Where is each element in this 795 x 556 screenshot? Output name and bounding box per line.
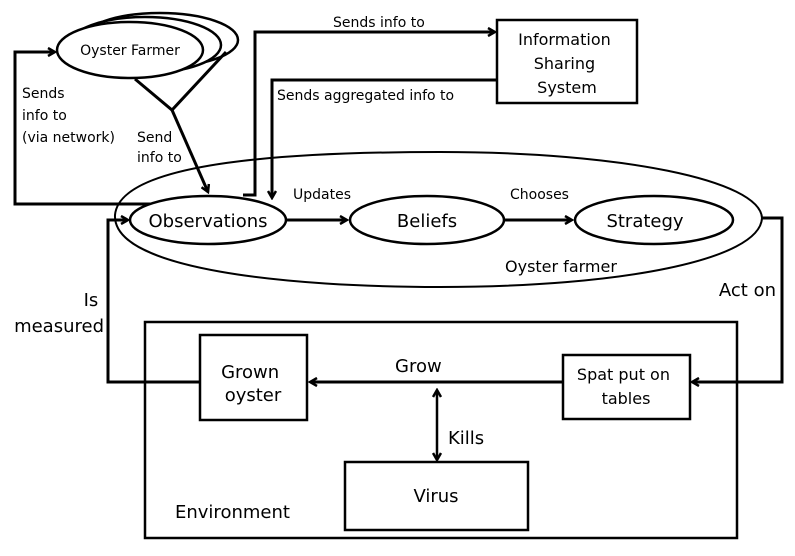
grown-oyster-node <box>198 333 309 422</box>
send-info-label: Send info to <box>137 130 182 166</box>
strategy-label: Strategy <box>606 211 683 232</box>
grow-label: Grow <box>395 356 442 377</box>
network-label: Sends info to (via network) <box>22 86 115 146</box>
virus-label: Virus <box>413 486 458 507</box>
chooses-label: Chooses <box>510 187 569 203</box>
is-measured-label: Is measured <box>14 290 104 337</box>
environment-box <box>143 320 739 540</box>
oyster-farmer-group-label: Oyster farmer <box>505 257 617 276</box>
observations-label: Observations <box>149 211 268 232</box>
send-info-arrow <box>170 109 208 192</box>
spat-label: Spat put on tables <box>577 365 675 408</box>
information-sharing-system-node <box>495 18 639 105</box>
oyster-farmer-agent-node: Oyster Farmer <box>55 11 240 80</box>
grown-oyster-label: Grown oyster <box>221 362 285 406</box>
sends-aggregated-label: Sends aggregated info to <box>277 88 454 104</box>
act-on-label: Act on <box>719 280 776 301</box>
virus-node <box>343 460 530 532</box>
environment-label: Environment <box>175 502 290 523</box>
beliefs-label: Beliefs <box>397 211 457 232</box>
sends-info-arrow <box>243 32 495 197</box>
oyster-farmer-group <box>113 150 764 289</box>
network-arrow <box>13 52 155 206</box>
sends-info-label: Sends info to <box>333 15 425 31</box>
observations-node <box>128 194 288 246</box>
information-sharing-system-label: Information Sharing System <box>518 30 616 97</box>
strategy-node <box>573 194 735 246</box>
spat-node <box>561 353 692 421</box>
is-measured-arrow <box>106 220 200 384</box>
beliefs-node <box>348 194 506 246</box>
oyster-farmer-agent-label: Oyster Farmer <box>80 43 180 59</box>
kills-label: Kills <box>448 428 484 449</box>
updates-label: Updates <box>293 187 351 203</box>
